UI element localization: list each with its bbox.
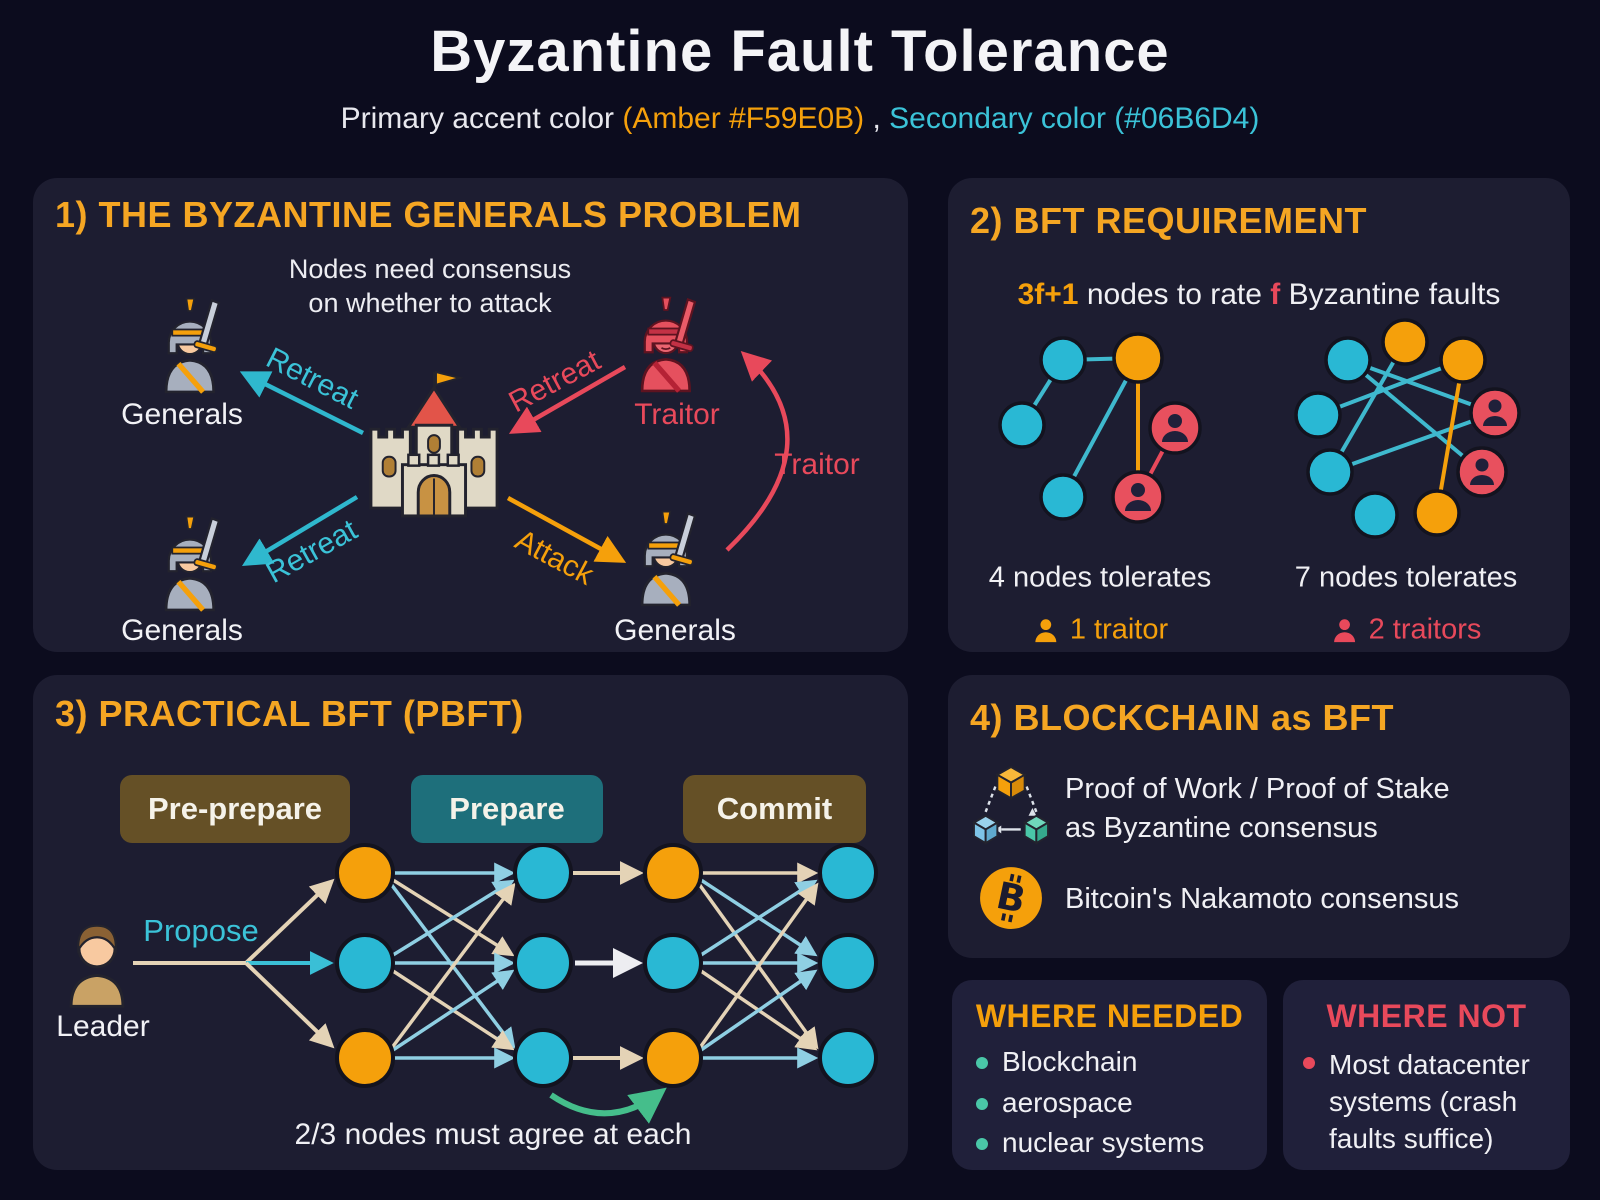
subtitle-comma: , (864, 102, 890, 135)
where-needed-item: nuclear systems (1002, 1127, 1205, 1158)
general-icon (164, 515, 221, 612)
phase-prepare: Prepare (411, 775, 603, 843)
generals-label-bottom-left: Generals (121, 614, 243, 647)
formula-f: f (1270, 278, 1281, 311)
subtitle-secondary-swatch: Secondary color (#06B6D4) (889, 102, 1260, 135)
panel-blockchain-bft: 4) BLOCKCHAIN as BFT Proof (948, 675, 1570, 958)
panel1-caption-line2: on whether to attack (308, 288, 552, 318)
left-tolerance-row: 1 traitor (1032, 614, 1168, 647)
traitor-node-icon (1469, 387, 1521, 439)
list-item: Blockchain (976, 1046, 1137, 1078)
right-tolerance-label: 2 traitors (1368, 613, 1482, 646)
person-icon (1334, 618, 1356, 642)
cube-amber (995, 765, 1027, 800)
where-needed-item: aerospace (1002, 1087, 1133, 1118)
right-cluster-caption: 7 nodes tolerates (1294, 561, 1518, 594)
where-needed-panel: WHERE NEEDED Blockchain aerospace nuclea… (952, 980, 1267, 1170)
pbft-network (133, 843, 878, 1124)
page-subtitle: Primary accent color (Amber #F59E0B) , S… (0, 102, 1600, 136)
page-title: Byzantine Fault Tolerance (430, 19, 1170, 84)
phase-commit: Commit (683, 775, 866, 843)
generals-label-bottom-right: Generals (614, 614, 736, 647)
bullet-dot (976, 1138, 988, 1150)
where-not-panel: WHERE NOT Most datacenter systems (crash… (1283, 980, 1570, 1170)
traitor-node-icon (1148, 401, 1202, 455)
node-clusters (998, 318, 1521, 539)
panel-bft-requirement: 2) BFT REQUIREMENT 3f+1 nodes to rate f … (948, 178, 1570, 652)
bft-formula: 3f+1 nodes to rate f Byzantine faults (948, 278, 1570, 312)
formula-mid: nodes to rate (1078, 278, 1271, 311)
panel2-title: 2) BFT REQUIREMENT (970, 200, 1368, 241)
leader-label: Leader (56, 1010, 150, 1043)
traitor-label: Traitor (634, 398, 720, 431)
cube-teal (1022, 814, 1050, 845)
list-item: nuclear systems (976, 1127, 1204, 1159)
left-cluster-caption: 4 nodes tolerates (988, 561, 1212, 594)
traitor-node-icon (1456, 446, 1508, 498)
subtitle-prefix: Primary accent color (340, 102, 623, 135)
where-needed-title: WHERE NEEDED (975, 998, 1244, 1034)
right-tolerance-row: 2 traitors (1331, 613, 1482, 647)
panel-pbft: 3) PRACTICAL BFT (PBFT) Pre-prepare Prep… (33, 675, 908, 1170)
subtitle-amber-swatch: (Amber #F59E0B) (622, 102, 865, 135)
where-needed-item: Blockchain (1002, 1046, 1138, 1077)
where-not-item: Most datacenter systems (crash faults su… (1329, 1049, 1530, 1154)
panel4-title: 4) BLOCKCHAIN as BFT (970, 697, 1395, 738)
general-icon (164, 297, 221, 394)
propose-label: Propose (143, 913, 259, 948)
bullet-dot (976, 1098, 988, 1110)
panel3-title: 3) PRACTICAL BFT (PBFT) (55, 693, 524, 734)
traitor-node-icon (1111, 470, 1165, 524)
cube-blue (972, 814, 1000, 845)
pbft-footer: 2/3 nodes must agree at each (294, 1118, 692, 1151)
pow-text-line2: as Byzantine consensus (1065, 812, 1378, 844)
pow-text-line1: Proof of Work / Proof of Stake (1065, 773, 1450, 805)
leader-icon (69, 924, 125, 1008)
traitor-curve-label: Traitor (774, 448, 860, 481)
bitcoin-text: Bitcoin's Nakamoto consensus (1065, 883, 1460, 915)
panel-generals-problem: 1) THE BYZANTINE GENERALS PROBLEM Nodes … (33, 178, 908, 652)
formula-tail: Byzantine faults (1280, 278, 1501, 311)
list-item: aerospace (976, 1087, 1133, 1119)
bitcoin-icon: B (980, 867, 1042, 929)
phase-pre-prepare: Pre-prepare (120, 775, 350, 843)
bullet-dot (1303, 1057, 1315, 1069)
person-icon (1035, 618, 1057, 642)
bullet-dot (976, 1057, 988, 1069)
blockchain-cubes-icon (972, 765, 1050, 845)
where-not-title: WHERE NOT (1326, 998, 1527, 1034)
castle-icon (369, 370, 499, 518)
panel1-title: 1) THE BYZANTINE GENERALS PROBLEM (55, 194, 802, 235)
left-tolerance-label: 1 traitor (1069, 613, 1169, 646)
formula-term: 3f+1 (1017, 278, 1079, 311)
general-icon (640, 510, 697, 607)
generals-label-top-left: Generals (121, 398, 243, 431)
list-item: Most datacenter systems (crash faults su… (1303, 1046, 1553, 1157)
traitor-icon (640, 296, 697, 393)
panel1-caption-line1: Nodes need consensus (288, 254, 572, 284)
generals-arrows (239, 350, 790, 567)
